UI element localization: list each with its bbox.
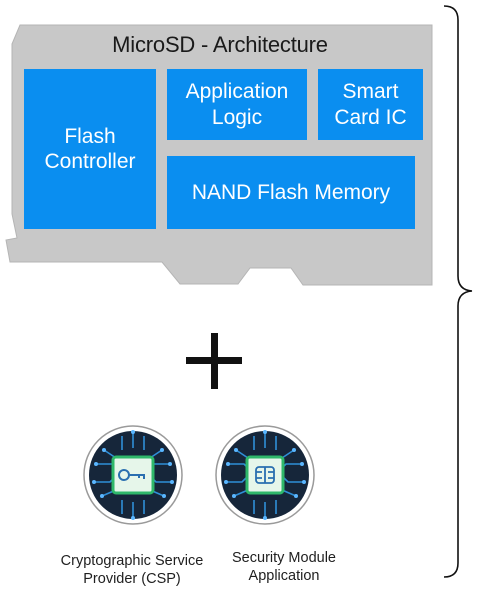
flash-controller-block: Flash Controller [24,69,156,229]
security-module-badge [215,425,315,525]
nand-flash-memory-block: NAND Flash Memory [167,156,415,229]
plus-icon [186,333,242,389]
nand-flash-memory-label: NAND Flash Memory [191,180,391,204]
key-icon [118,469,145,481]
csp-module-label: Cryptographic Service Provider (CSP) [60,553,204,588]
card-title: MicroSD - Architecture [112,32,328,57]
smart-card-ic-block: Smart Card IC [318,69,423,140]
flash-controller-label: Flash Controller [44,124,136,173]
security-module-label: Security Module Application [232,550,336,585]
smart-card-ic-label: Smart Card IC [334,80,407,129]
right-brace-icon [443,5,473,578]
application-logic-block: Application Logic [167,69,307,140]
csp-module-badge [83,425,183,525]
chip-icon [255,466,275,484]
application-logic-label: Application Logic [185,80,289,129]
